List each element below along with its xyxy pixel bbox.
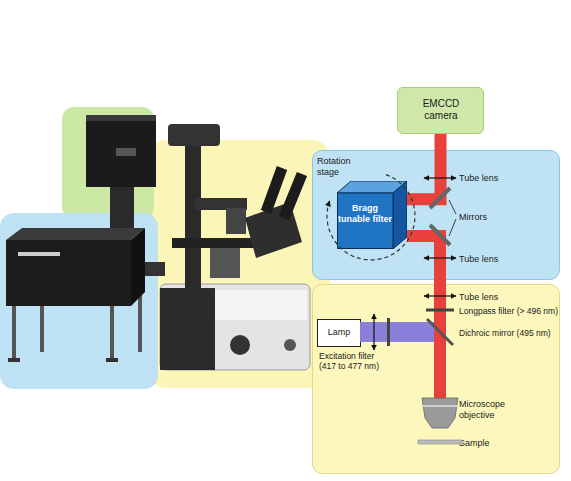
part-label: Excitation filter (417 to 477 nm) bbox=[319, 351, 391, 371]
camera-panel bbox=[116, 148, 136, 156]
color-region bbox=[148, 140, 330, 388]
filter-module-region: Rotation stageTube lensMirrorsTube lensB… bbox=[312, 150, 560, 280]
camera-top bbox=[86, 115, 156, 121]
part-label: Dichroic mirror (495 nm) bbox=[459, 328, 563, 338]
stand-leg bbox=[40, 304, 44, 352]
eyepiece-head bbox=[245, 202, 302, 258]
side-port bbox=[145, 262, 165, 276]
camera-coupler bbox=[110, 187, 134, 229]
part-label: Tube lens bbox=[459, 292, 563, 303]
eyepiece bbox=[284, 174, 302, 218]
stand-leg bbox=[110, 304, 114, 360]
filter-box-badge bbox=[18, 252, 60, 256]
part-label: Microscope objective bbox=[459, 399, 523, 421]
part-label: Rotation stage bbox=[317, 156, 367, 178]
node-label: Lamp bbox=[318, 327, 360, 338]
microscope-region: Tube lensLongpass filter (> 496 nm) Dichr… bbox=[312, 284, 560, 474]
part-label: Mirrors bbox=[459, 212, 559, 223]
cube-front-face bbox=[338, 193, 394, 249]
stand-leg bbox=[138, 292, 142, 352]
node-label: Bragg tunable filter bbox=[337, 203, 393, 225]
stand-foot bbox=[106, 358, 118, 362]
part-label: Tube lens bbox=[459, 173, 559, 184]
filter-box-top bbox=[6, 228, 145, 240]
lamp-housing bbox=[168, 124, 220, 146]
focus-knob bbox=[230, 335, 250, 355]
condenser bbox=[226, 208, 246, 234]
microscope-side-panel bbox=[160, 288, 215, 370]
part-label: Longpass filter (> 496 nm) bbox=[459, 306, 563, 316]
camera-box: EMCCD camera bbox=[397, 87, 484, 134]
nosepiece bbox=[210, 248, 240, 278]
color-region bbox=[0, 213, 158, 389]
stand-leg bbox=[12, 304, 16, 360]
stand-foot bbox=[8, 358, 20, 362]
bragg-filter-cube: Bragg tunable filter bbox=[337, 181, 407, 249]
microscope-base bbox=[160, 284, 310, 370]
filter-box-side bbox=[131, 228, 145, 306]
eyepiece bbox=[266, 168, 282, 212]
filter-box-front bbox=[6, 240, 131, 306]
node-label: EMCCD camera bbox=[416, 98, 466, 122]
camera-body bbox=[86, 115, 156, 187]
microscope-front bbox=[215, 290, 307, 320]
part-label: Tube lens bbox=[459, 254, 559, 265]
part-label: Sample bbox=[459, 438, 539, 449]
lamp-box: Lamp bbox=[317, 319, 361, 347]
illumination-pillar bbox=[185, 140, 201, 288]
focus-knob bbox=[284, 339, 296, 351]
cube-side-face bbox=[393, 181, 407, 249]
